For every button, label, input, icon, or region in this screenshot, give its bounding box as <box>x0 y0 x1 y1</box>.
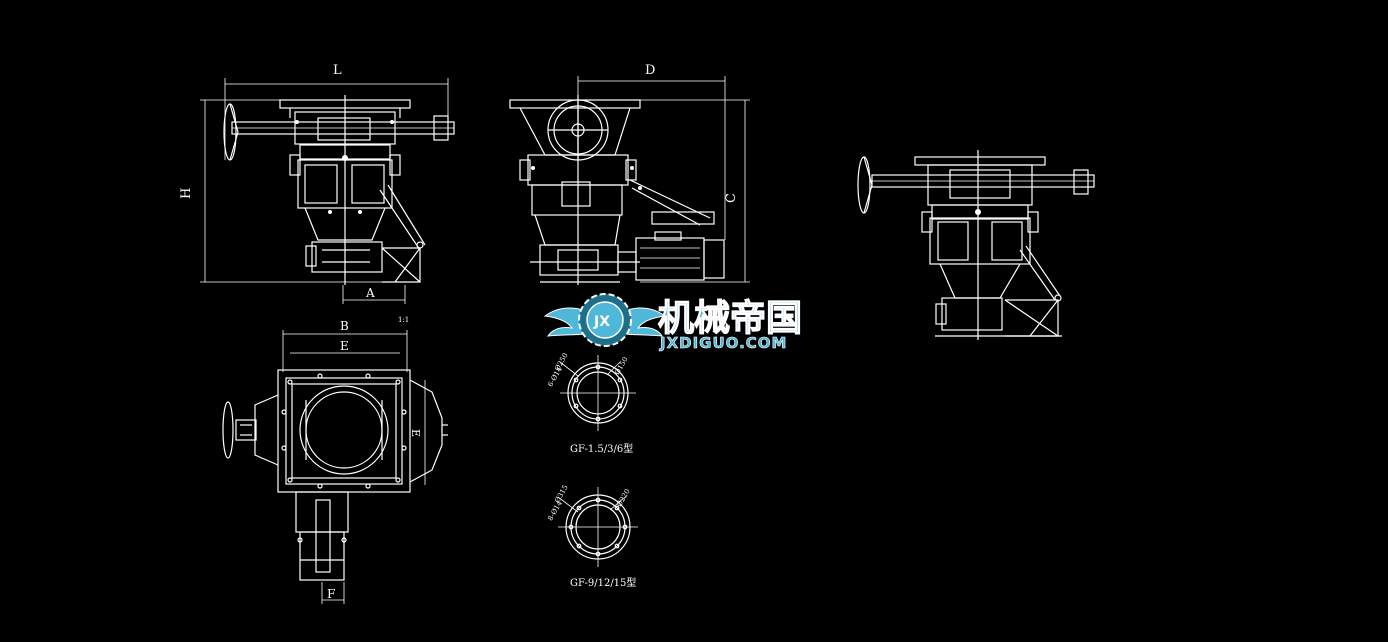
dim-E: E <box>340 339 349 353</box>
front-view: L H A 1:1 <box>179 63 455 324</box>
dim-H: H <box>179 188 194 199</box>
dim-A: A <box>365 286 375 300</box>
flange-small-caption: GF-1.5/3/6型 <box>570 442 633 455</box>
watermark-logo: JX 机械帝国 JXDIGUO.COM <box>543 293 803 352</box>
watermark-chinese: 机械帝国 <box>658 298 802 339</box>
watermark-english: JXDIGUO.COM <box>659 334 787 352</box>
right-view <box>857 150 1095 340</box>
side-view: D C <box>509 63 750 285</box>
dim-B: B <box>340 319 349 333</box>
plan-view: B E E <box>222 319 448 604</box>
dim-D: D <box>645 63 655 78</box>
dim-C: C <box>724 193 739 203</box>
dim-L: L <box>333 63 342 78</box>
stray-mark: 1:1 <box>398 316 409 324</box>
flange-small-detail: Ø250 Ø150 6-Ø14 GF-1.5/3/6型 <box>546 352 636 455</box>
flange-large-label-3: 8-Ø14 <box>546 499 564 522</box>
flange-large-label-2: Ø220 <box>615 488 631 509</box>
flange-large-caption: GF-9/12/15型 <box>570 576 636 589</box>
dim-F: F <box>327 587 335 601</box>
dim-E-side: E <box>409 429 422 437</box>
flange-small-label-3: 6-Ø14 <box>546 365 564 388</box>
flange-large-detail: Ø315 Ø220 8-Ø14 GF-9/12/15型 <box>546 484 638 589</box>
emblem-letters: JX <box>593 314 610 330</box>
